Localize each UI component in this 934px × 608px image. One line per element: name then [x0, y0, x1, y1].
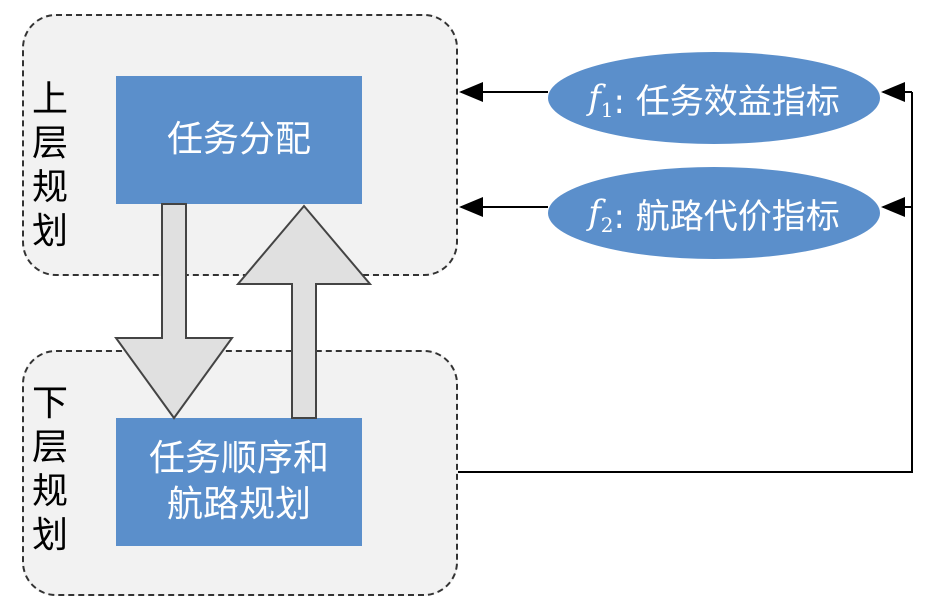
lower-layer-label: 下层规划 [31, 383, 68, 556]
metric-f1-label: : 任务效益指标 [613, 81, 840, 122]
metric-f1-subscript: 1 [600, 98, 614, 122]
task-allocation-text: 任务分配 [166, 119, 311, 160]
down-block-arrow [114, 203, 234, 420]
metric-f2-subscript: 2 [600, 213, 614, 237]
feedback-line [458, 92, 913, 473]
task-order-route-planning-box: 任务顺序和 航路规划 [116, 418, 362, 546]
up-block-arrow [235, 204, 373, 419]
metric-f2-symbol: f [588, 193, 601, 233]
task-allocation-box: 任务分配 [116, 76, 362, 204]
task-order-text-line2: 航路规划 [166, 484, 311, 525]
task-order-text-line1: 任务顺序和 [148, 438, 329, 479]
metric-f2-label: : 航路代价指标 [613, 196, 840, 237]
metric-f1-symbol: f [588, 78, 601, 118]
upper-layer-label: 上层规划 [31, 79, 68, 252]
